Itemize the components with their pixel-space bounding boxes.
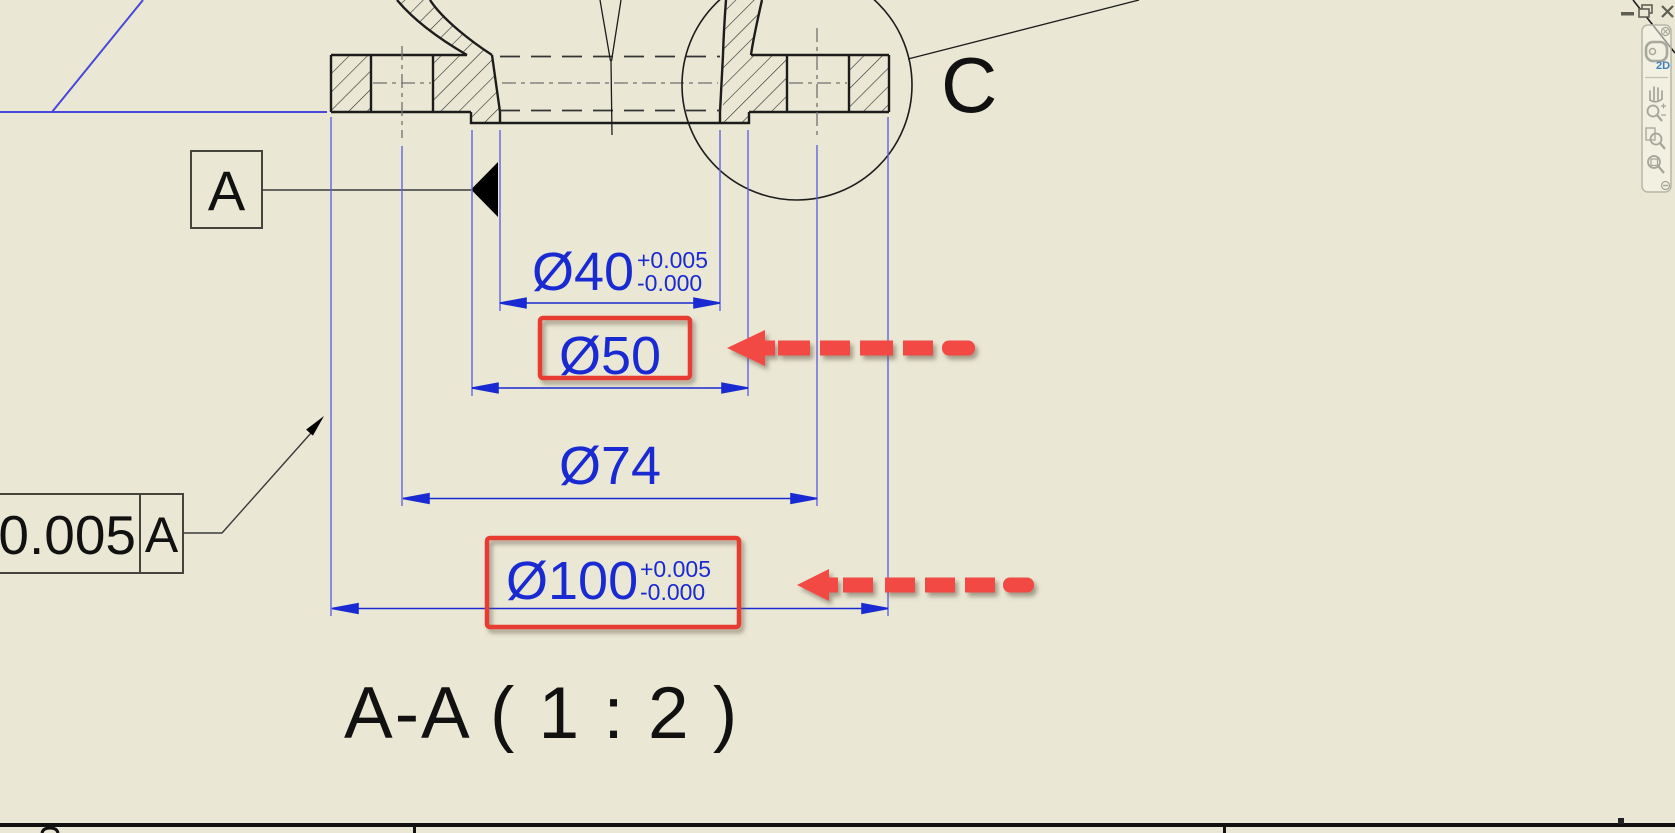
highlight-box-d100 — [484, 535, 742, 630]
close-icon[interactable] — [1661, 5, 1674, 18]
dimension-d100[interactable]: Ø100 +0.005 -0.000 — [506, 551, 711, 611]
zoom-icon[interactable] — [1646, 103, 1667, 122]
detail-label[interactable]: C — [941, 41, 997, 129]
dimension-d100-tol-lower: -0.000 — [640, 579, 705, 605]
fcf-leader-line — [183, 432, 312, 534]
feature-control-frame[interactable]: 0.005 A — [0, 416, 324, 574]
highlight-box-d50 — [537, 315, 693, 381]
fcf-leader-arrowhead — [306, 416, 324, 436]
navbar-close-icon[interactable] — [1660, 26, 1671, 37]
cropped-mark-fragment — [1618, 818, 1624, 824]
highlight-boxes — [484, 315, 742, 630]
datum-feature-symbol[interactable]: A — [190, 150, 498, 229]
navigation-bar: 2D — [1641, 24, 1672, 193]
zoom-window-icon[interactable] — [1645, 127, 1666, 150]
dimension-d40-tol-upper: +0.005 — [637, 247, 708, 273]
callout-arrow-d100 — [797, 569, 1034, 601]
title-block-edge — [0, 818, 1675, 833]
fcf-tolerance-value: 0.005 — [0, 504, 136, 566]
center-leader-arrow — [599, 0, 622, 136]
construction-lines — [0, 0, 327, 113]
section-hatching — [331, 0, 889, 123]
detail-circle[interactable] — [681, 0, 913, 201]
window-controls — [1621, 4, 1674, 18]
restore-icon[interactable] — [1638, 4, 1653, 18]
wheel-2d-badge: 2D — [1656, 60, 1670, 72]
detail-leader-line — [907, 0, 1140, 60]
dimension-d100-tol-upper: +0.005 — [640, 556, 711, 582]
navbar-collapse-icon[interactable] — [1660, 180, 1671, 191]
datum-label: A — [208, 159, 246, 222]
view-label[interactable]: A-A ( 1 : 2 ) — [344, 673, 739, 754]
part-edges — [329, 0, 891, 125]
dimension-d40-value: Ø40 — [532, 242, 634, 302]
dimension-d40[interactable]: Ø40 +0.005 -0.000 — [532, 242, 708, 302]
pan-hand-icon[interactable] — [1649, 86, 1663, 103]
dimension-d74-value[interactable]: Ø74 — [559, 436, 661, 496]
dimension-lines — [331, 297, 889, 615]
datum-triangle — [471, 162, 498, 217]
minimize-icon[interactable] — [1621, 12, 1634, 16]
dimension-d40-tol-lower: -0.000 — [637, 270, 702, 296]
navigation-wheel-2d-icon[interactable]: 2D — [1644, 40, 1670, 72]
cropped-letter-fragment — [40, 826, 60, 833]
callout-arrows — [727, 330, 1034, 601]
callout-arrow-d50 — [727, 330, 975, 366]
fcf-datum-ref: A — [145, 507, 179, 563]
zoom-all-icon[interactable] — [1647, 155, 1665, 174]
dimension-d100-value: Ø100 — [506, 551, 638, 611]
